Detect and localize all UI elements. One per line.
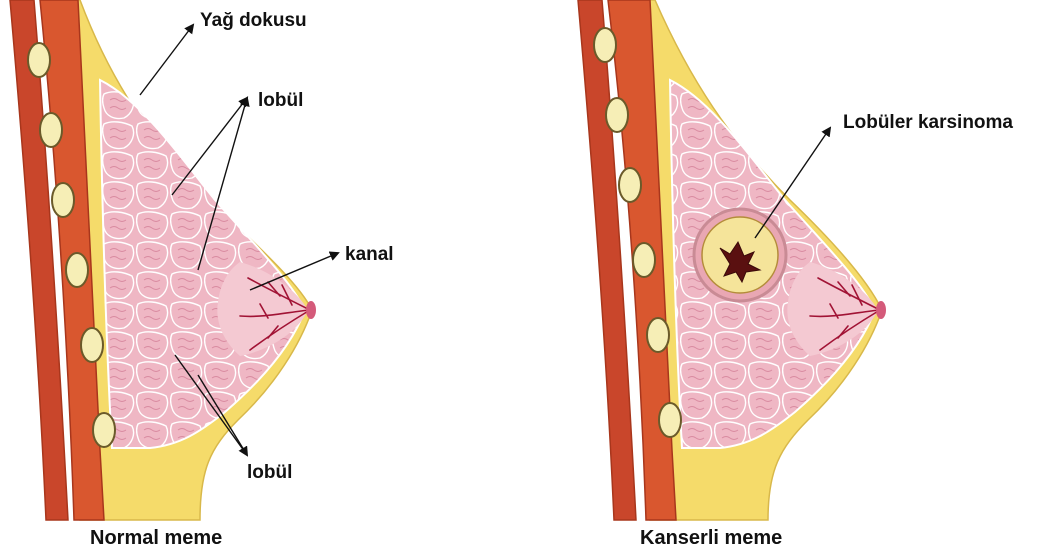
label-lobule-bottom: lobül xyxy=(247,462,292,483)
nipple xyxy=(876,301,886,319)
normal-breast: Yağ dokusu lobül kanal lobül Normal meme xyxy=(10,0,394,549)
caption-cancer: Kanserli meme xyxy=(640,527,782,549)
label-carcinoma: Lobüler karsinoma xyxy=(843,112,1013,133)
label-lobule-top: lobül xyxy=(258,90,303,111)
tumor xyxy=(694,209,786,301)
label-fat-tissue: Yağ dokusu xyxy=(200,10,307,31)
caption-normal: Normal meme xyxy=(90,527,222,549)
label-duct: kanal xyxy=(345,244,394,265)
nipple xyxy=(306,301,316,319)
cancer-breast: Lobüler karsinoma Kanserli meme xyxy=(578,0,1013,549)
